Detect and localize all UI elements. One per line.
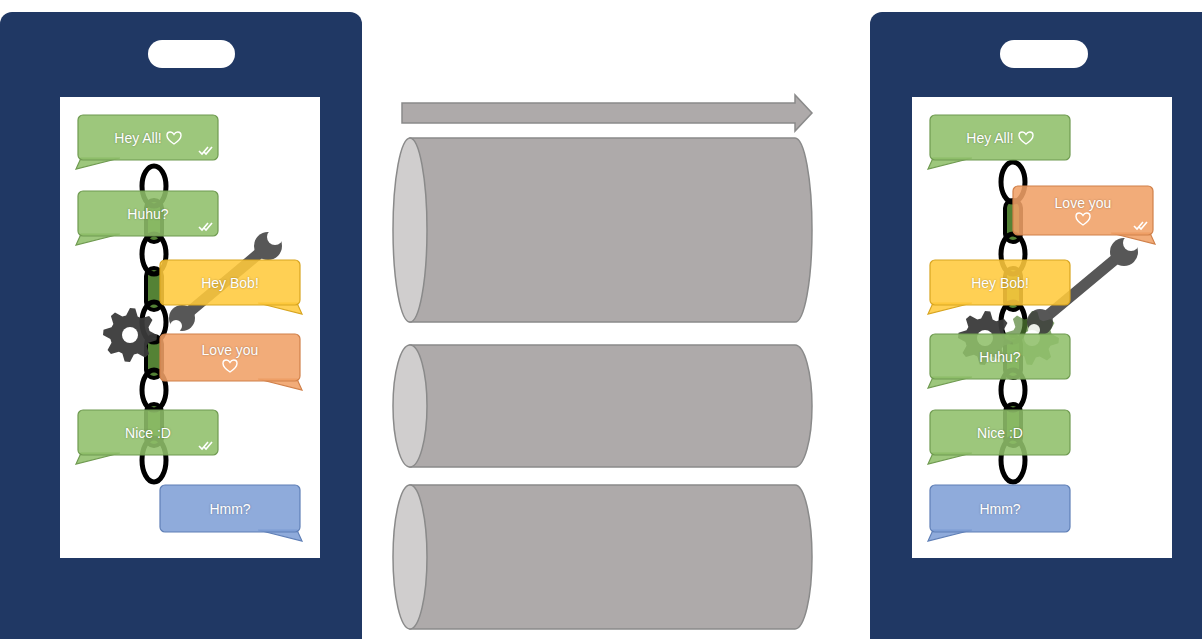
message-bubble: Hey Bob! bbox=[160, 260, 300, 305]
bubble-content: Love you bbox=[160, 334, 300, 381]
read-check bbox=[199, 147, 212, 154]
message-text: Love you bbox=[1055, 195, 1112, 211]
phone-screen bbox=[912, 97, 1172, 558]
read-check bbox=[1134, 222, 1147, 229]
message-bubble: Nice :D bbox=[930, 410, 1070, 455]
phone-speaker bbox=[148, 40, 235, 68]
message-text: Hey All! bbox=[966, 130, 1013, 146]
direction-arrow bbox=[402, 95, 812, 131]
message-text: Hmm? bbox=[209, 501, 250, 517]
bubble-content: Hmm? bbox=[160, 485, 300, 532]
phone-body bbox=[0, 12, 362, 639]
message-bubble: Huhu? bbox=[930, 334, 1070, 379]
message-bubble: Love you bbox=[160, 334, 300, 381]
bubble-content: Hey Bob! bbox=[930, 260, 1070, 305]
bubble-content: Hey All! bbox=[930, 115, 1070, 160]
message-text: Huhu? bbox=[127, 206, 168, 222]
message-bubble: Hmm? bbox=[930, 485, 1070, 532]
message-bubble: Nice :D bbox=[78, 410, 218, 455]
bubble-content: Hey Bob! bbox=[160, 260, 300, 305]
message-bubble: Huhu? bbox=[78, 191, 218, 236]
bubble-content: Hmm? bbox=[930, 485, 1070, 532]
bubble-content: Huhu? bbox=[78, 191, 218, 236]
bubble-content: Nice :D bbox=[930, 410, 1070, 455]
heart-icon bbox=[166, 131, 182, 145]
gear-icon bbox=[103, 308, 157, 362]
bubble-content: Nice :D bbox=[78, 410, 218, 455]
message-text: Hey Bob! bbox=[971, 275, 1029, 291]
message-text: Hmm? bbox=[979, 501, 1020, 517]
message-bubble: Hey All! bbox=[930, 115, 1070, 160]
message-text: Nice :D bbox=[125, 425, 171, 441]
heart-icon bbox=[1018, 131, 1034, 145]
message-text: Hey All! bbox=[114, 130, 161, 146]
message-text: Huhu? bbox=[979, 349, 1020, 365]
phone-screen bbox=[60, 97, 320, 558]
message-text: Nice :D bbox=[977, 425, 1023, 441]
heart-icon bbox=[1075, 212, 1091, 226]
bubble-content: Love you bbox=[1013, 186, 1153, 235]
message-bubble: Hmm? bbox=[160, 485, 300, 532]
heart-icon bbox=[222, 359, 238, 373]
message-text: Love you bbox=[202, 342, 259, 358]
bubble-content: Huhu? bbox=[930, 334, 1070, 379]
phone-speaker bbox=[1000, 40, 1088, 68]
read-check bbox=[199, 442, 212, 449]
channel-tube bbox=[393, 345, 812, 467]
message-bubble: Hey All! bbox=[78, 115, 218, 160]
message-bubble: Love you bbox=[1013, 186, 1153, 235]
bubble-content: Hey All! bbox=[78, 115, 218, 160]
message-text: Hey Bob! bbox=[201, 275, 259, 291]
read-check bbox=[199, 223, 212, 230]
phone-body bbox=[870, 12, 1202, 639]
channel-tube bbox=[393, 485, 812, 629]
message-bubble: Hey Bob! bbox=[930, 260, 1070, 305]
channel-tube bbox=[393, 138, 812, 322]
